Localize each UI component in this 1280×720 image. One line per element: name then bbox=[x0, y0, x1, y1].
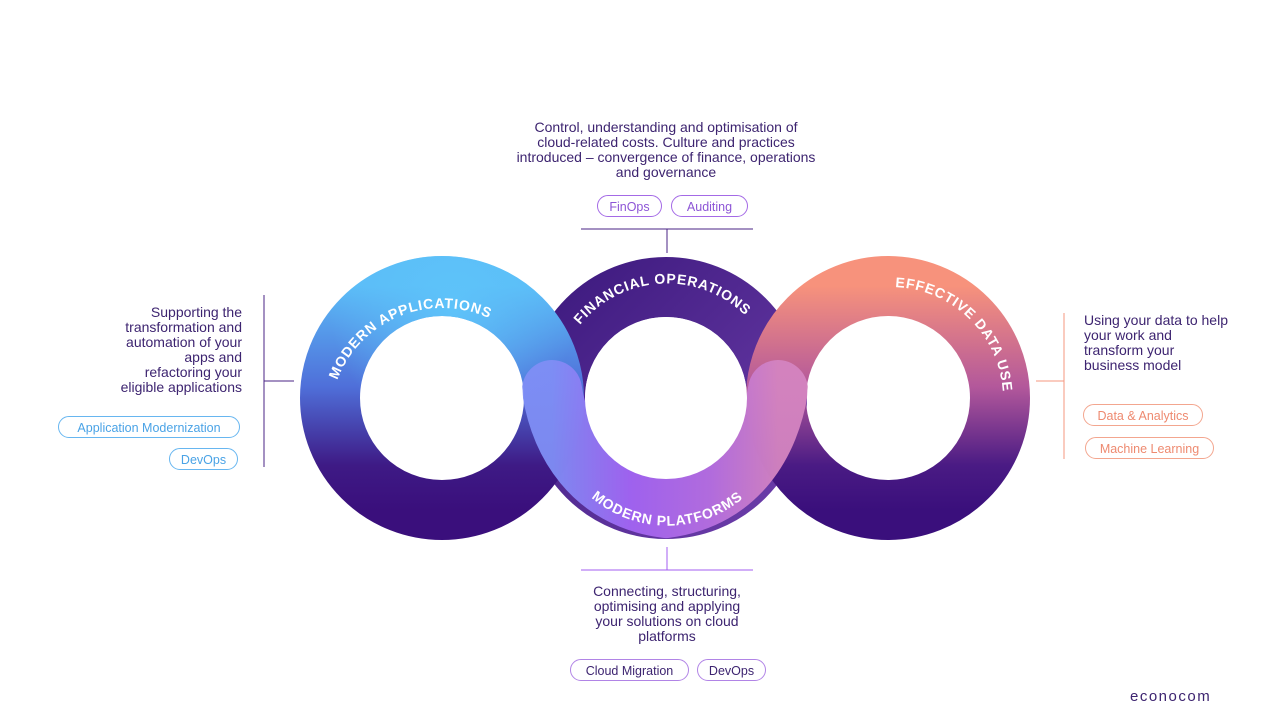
applications-connector bbox=[263, 295, 294, 467]
devops-tag-bottom[interactable]: DevOps bbox=[697, 659, 766, 681]
cloud-migration-tag[interactable]: Cloud Migration bbox=[570, 659, 689, 681]
financial-ring-hole bbox=[585, 317, 747, 479]
data-use-description: Using your data to help your work and tr… bbox=[1084, 312, 1228, 373]
finops-tag[interactable]: FinOps bbox=[597, 195, 662, 217]
applications-description: Supporting the transformation and automa… bbox=[120, 304, 242, 395]
data-use-connector bbox=[1036, 313, 1065, 459]
application-modernization-tag[interactable]: Application Modernization bbox=[58, 416, 240, 438]
machine-learning-tag[interactable]: Machine Learning bbox=[1085, 437, 1214, 459]
financial-description: Control, understanding and optimisation … bbox=[516, 119, 816, 180]
platforms-description: Connecting, structuring, optimising and … bbox=[593, 583, 741, 644]
data-analytics-tag[interactable]: Data & Analytics bbox=[1083, 404, 1203, 426]
data-ring-hole bbox=[807, 317, 969, 479]
platforms-connector bbox=[581, 547, 753, 571]
econocom-logo: econocom bbox=[1130, 688, 1212, 705]
applications-ring-hole bbox=[361, 317, 523, 479]
financial-connector bbox=[581, 228, 753, 253]
platforms-band bbox=[522, 360, 808, 539]
auditing-tag[interactable]: Auditing bbox=[671, 195, 748, 217]
devops-tag-left[interactable]: DevOps bbox=[169, 448, 238, 470]
